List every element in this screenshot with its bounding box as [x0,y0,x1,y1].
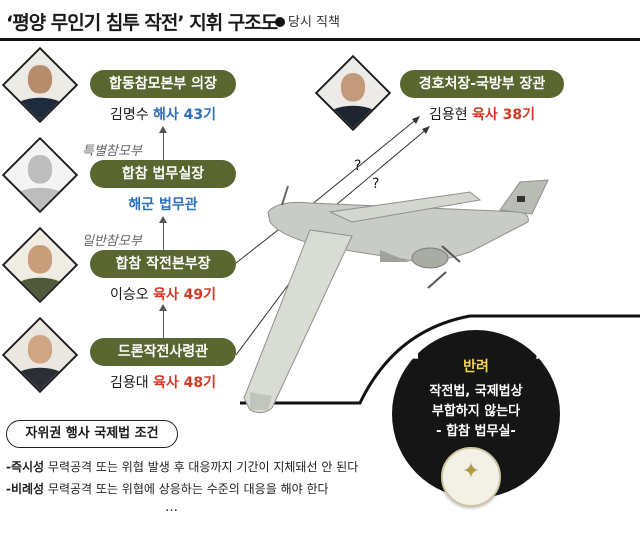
item-term: -비례성 [6,482,45,496]
self-defense-heading: 자위권 행사 국제법 조건 [6,420,178,448]
item-term: -즉시성 [6,460,45,474]
role-operations-chief: 합참 작전본부장 [90,250,236,278]
question-mark: ? [372,176,380,192]
jcs-emblem-icon: ✦ [441,447,501,507]
drone-belly [380,250,410,262]
arrow-up-icon [159,304,167,311]
self-defense-item: -즉시성 무력공격 또는 위협 발생 후 대응까지 기간이 지체돼선 안 된다 [6,458,358,475]
role-legal-chief: 합참 법무실장 [90,160,236,188]
header-divider [0,38,640,41]
arrow-line [329,127,429,211]
drone-wing-left [243,229,353,414]
open-quote-icon: ❝ [400,341,420,381]
name-kim-yonghyun: 김용현 육사 38기 [400,104,564,124]
rebuttal-title: 반려 [463,359,489,375]
propeller-blade [427,271,447,289]
panel-separator [240,314,640,405]
chain-connector [163,132,164,160]
chain-connector [163,310,164,338]
role-jcs-chairman: 합동참모본부 의장 [90,70,236,98]
person-name: 김명수 [109,107,149,123]
rebuttal-line: 부합하지 않는다 [431,404,521,419]
drone-engine [411,247,449,269]
rebuttal-line: - 합참 법무실- [436,424,516,439]
item-desc: 무력공격 또는 위협에 상응하는 수준의 대응을 해야 한다 [44,482,329,496]
arrow-head [412,116,420,124]
academy-class: 육사 38기 [472,107,536,123]
academy-class: 육사 48기 [153,375,217,391]
academy-class: 해사 43기 [153,107,217,123]
wingtip [250,392,272,410]
antenna [281,185,289,206]
name-lee-seungo: 이승오 육사 49기 [90,284,236,304]
academy-class: 육사 49기 [153,287,217,303]
name-kim-yongdae: 김용대 육사 48기 [90,372,236,392]
name-kim-myeongsu: 김명수 해사 43기 [90,104,236,124]
role-drone-commander: 드론작전사령관 [90,338,236,366]
label-special-staff: 특별참모부 [82,144,142,159]
arrow-line [304,117,419,211]
chain-connector [163,222,164,250]
tail-marking [517,196,525,202]
bullet-icon [275,17,285,27]
arrow-up-icon [159,126,167,133]
unit-navy-legal: 해군 법무관 [128,197,198,213]
person-name: 김용현 [428,107,468,123]
propeller-blade [441,245,461,263]
item-desc: 무력공격 또는 위협 발생 후 대응까지 기간이 지체돼선 안 된다 [44,460,359,474]
arrow-up-icon [159,216,167,223]
role-minister: 경호처장-국방부 장관 [400,70,564,98]
close-quote-icon: ❞ [532,341,552,381]
person-name: 김용대 [109,375,149,391]
page-title: ‘평양 무인기 침투 작전’ 지휘 구조도 [6,12,278,34]
drone-wing-right [328,191,482,223]
subtitle-text: 당시 직책 [288,15,340,30]
question-mark: ? [354,158,362,174]
arrow-head [422,126,430,134]
rebuttal-line: 작전법, 국제법상 [429,384,523,399]
self-defense-item: -비례성 무력공격 또는 위협에 상응하는 수준의 대응을 해야 한다 [6,480,329,497]
rebuttal-bubble: ❝ ❞ 반려 작전법, 국제법상 부합하지 않는다 - 합참 법무실- [392,330,560,498]
label-general-staff: 일반참모부 [82,234,142,249]
subtitle: 당시 직책 [275,11,340,30]
person-name: 이승오 [109,287,149,303]
ellipsis: … [165,500,178,515]
